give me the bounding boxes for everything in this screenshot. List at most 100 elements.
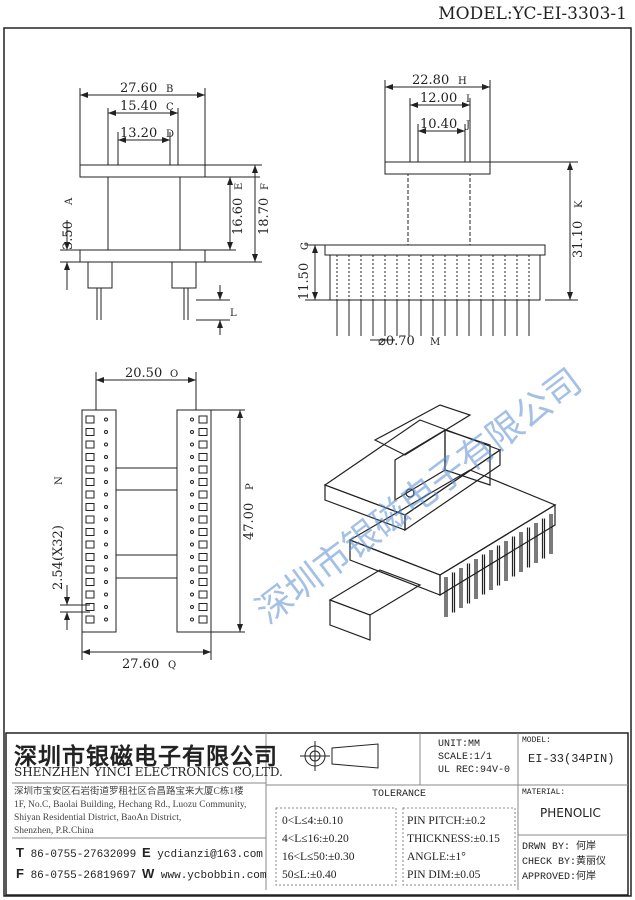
label-b: B (166, 84, 173, 95)
pin-slot (85, 490, 95, 499)
pin-hole (104, 517, 108, 522)
pin-hole (190, 530, 194, 534)
label-f: F (260, 183, 271, 190)
pin-slot (198, 415, 208, 424)
dim-g: 11.50 (297, 263, 312, 300)
dim-c: 15.40 (120, 99, 157, 114)
sheet-border (3, 27, 632, 897)
dim-b: 27.60 (120, 81, 157, 96)
pin-slot (85, 515, 95, 524)
label-g: G (300, 242, 311, 250)
pin-hole (104, 555, 108, 559)
pin-hole (190, 467, 194, 472)
pin-slot (85, 528, 95, 536)
pin-slot (198, 603, 208, 611)
pin-hole (104, 617, 108, 622)
label-o: O (170, 369, 178, 380)
tel: T 86-0755-27632099 (16, 845, 137, 861)
watermark: 深圳市银磁电子有限公司 (249, 361, 590, 632)
pin-hole (104, 542, 108, 547)
model-title: MODEL:YC-EI-3303-1 (438, 4, 627, 24)
dim-o: 20.50 (125, 366, 162, 381)
bottom-view (60, 372, 245, 660)
pin-slot (198, 553, 208, 561)
pin-slot (198, 578, 208, 586)
projection-symbol (300, 741, 379, 771)
dim-h: 22.80 (412, 73, 449, 88)
material-label: MATERIAL: (522, 788, 566, 797)
email[interactable]: E ycdianzi@163.com (142, 845, 263, 861)
dim-f: 18.70 (257, 198, 272, 235)
front-view (60, 88, 262, 335)
pin-hole (190, 430, 194, 434)
pin-slot (85, 440, 95, 449)
pin-slot (85, 540, 95, 549)
label-e: E (234, 183, 245, 190)
dim-p: 47.00 (242, 503, 257, 540)
pin-slot (85, 453, 95, 461)
pin-hole (190, 505, 194, 509)
pin-slot (198, 490, 208, 499)
pin-hole (190, 605, 194, 609)
label-m: M (430, 337, 440, 348)
model-value: EI-33(34PIN) (528, 752, 615, 766)
material-value: PHENOLIC (540, 806, 601, 820)
side-view (305, 80, 578, 341)
pin-hole (104, 442, 108, 447)
pin-hole (190, 417, 194, 422)
pin-hole (190, 580, 194, 584)
title-block (5, 732, 629, 896)
model-label: MODEL: (522, 736, 551, 745)
dim-j: 10.40 (420, 117, 457, 132)
dim-i: 12.00 (420, 91, 457, 106)
pin-slot (198, 478, 208, 486)
tolerance-title: TOLERANCE (372, 789, 427, 800)
pin-hole (104, 492, 108, 497)
pin-slot (85, 553, 95, 561)
pin-hole (190, 542, 194, 547)
pin-slot (198, 615, 208, 624)
pin-slot (198, 428, 208, 436)
pin-hole (190, 555, 194, 559)
label-k: K (574, 200, 585, 208)
pin-slot (198, 503, 208, 511)
pin-slot (85, 603, 95, 611)
pin-hole (104, 530, 108, 534)
fax: F 86-0755-26819697 (16, 866, 137, 882)
pin-slot (85, 428, 95, 436)
pin-slot (198, 565, 208, 574)
label-p: P (245, 483, 256, 490)
pin-hole (104, 605, 108, 609)
pin-hole (104, 580, 108, 584)
label-i: I (466, 94, 470, 105)
pin-slot (198, 540, 208, 549)
pin-slot (198, 528, 208, 536)
pin-slot (198, 465, 208, 474)
pin-hole (104, 430, 108, 434)
label-j: J (465, 120, 470, 131)
pin-hole (190, 567, 194, 572)
pin-slot (198, 440, 208, 449)
pin-hole (190, 492, 194, 497)
pin-slot (85, 503, 95, 511)
label-q: Q (168, 660, 176, 671)
pin-hole (190, 442, 194, 447)
label-c: C (166, 102, 174, 113)
pin-slot (85, 565, 95, 574)
pin-slot (198, 590, 208, 599)
pin-hole (190, 455, 194, 459)
dim-d: 13.20 (120, 126, 157, 141)
dim-a: 3.50 (61, 221, 76, 250)
pin-slot (85, 590, 95, 599)
website[interactable]: W www.ycbobbin.com (142, 866, 267, 882)
pin-slot (85, 478, 95, 486)
pin-slot (198, 515, 208, 524)
pin-hole (104, 480, 108, 484)
pin-slot (198, 453, 208, 461)
pin-hole (104, 567, 108, 572)
